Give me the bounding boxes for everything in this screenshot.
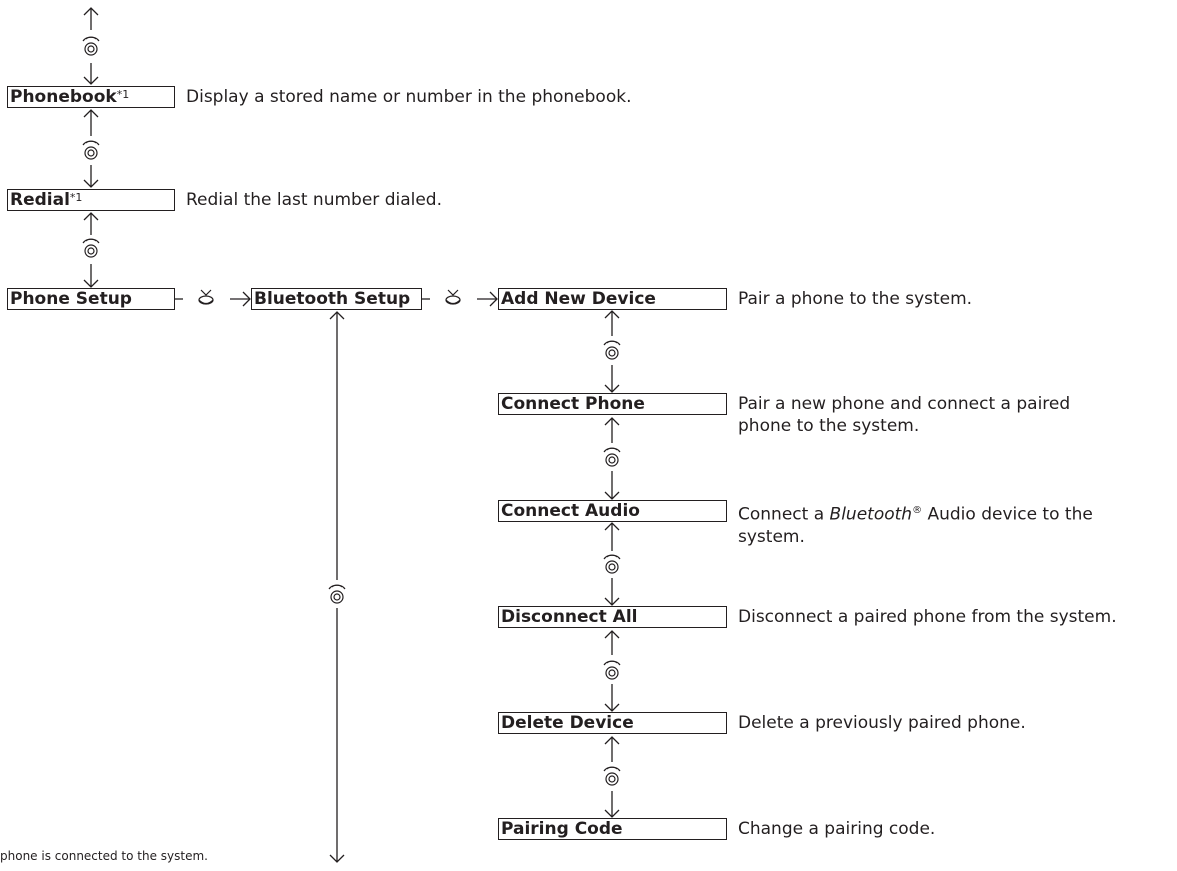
knob-rotate-icon [328,584,346,604]
menu-item-label: Connect Audio [501,501,640,521]
knob-rotate-icon [603,340,621,360]
menu-item-bluetooth-setup[interactable]: Bluetooth Setup [251,288,422,310]
menu-item-delete-device[interactable]: Delete Device [498,712,727,734]
footnote-mark: *1 [116,88,130,101]
pairing-code-description: Change a pairing code. [738,819,936,839]
delete-device-description: Delete a previously paired phone. [738,713,1026,733]
menu-item-label: Disconnect All [501,607,638,627]
phonebook-description: Display a stored name or number in the p… [186,87,632,107]
redial-description: Redial the last number dialed. [186,190,442,210]
add-new-device-description: Pair a phone to the system. [738,289,973,309]
knob-press-icon [445,289,461,305]
menu-item-redial[interactable]: Redial*1 [7,189,175,211]
menu-item-label: Phonebook [10,87,117,107]
knob-press-icon [198,289,214,305]
menu-item-disconnect-all[interactable]: Disconnect All [498,606,727,628]
knob-rotate-icon [603,766,621,786]
menu-item-label: Connect Phone [501,394,645,414]
menu-item-add-new-device[interactable]: Add New Device [498,288,727,310]
menu-item-label: Redial [10,190,70,210]
menu-item-label: Delete Device [501,713,634,733]
footnote-text: phone is connected to the system. [0,849,208,863]
disconnect-all-description: Disconnect a paired phone from the syste… [738,607,1117,627]
menu-item-label: Pairing Code [501,819,623,839]
knob-rotate-icon [82,238,100,258]
knob-rotate-icon [82,36,100,56]
connect-audio-description: Connect a Bluetooth® Audio device to the… [738,504,1093,547]
menu-item-label: Bluetooth Setup [254,289,411,309]
menu-item-phonebook[interactable]: Phonebook*1 [7,86,175,108]
knob-rotate-icon [82,140,100,160]
knob-rotate-icon [603,660,621,680]
knob-rotate-icon [603,554,621,574]
menu-item-label: Add New Device [501,289,656,309]
menu-item-label: Phone Setup [10,289,132,309]
knob-rotate-icon [603,447,621,467]
menu-item-connect-audio[interactable]: Connect Audio [498,500,727,522]
footnote-mark: *1 [69,191,83,204]
menu-item-pairing-code[interactable]: Pairing Code [498,818,727,840]
menu-item-connect-phone[interactable]: Connect Phone [498,393,727,415]
menu-item-phone-setup[interactable]: Phone Setup [7,288,175,310]
